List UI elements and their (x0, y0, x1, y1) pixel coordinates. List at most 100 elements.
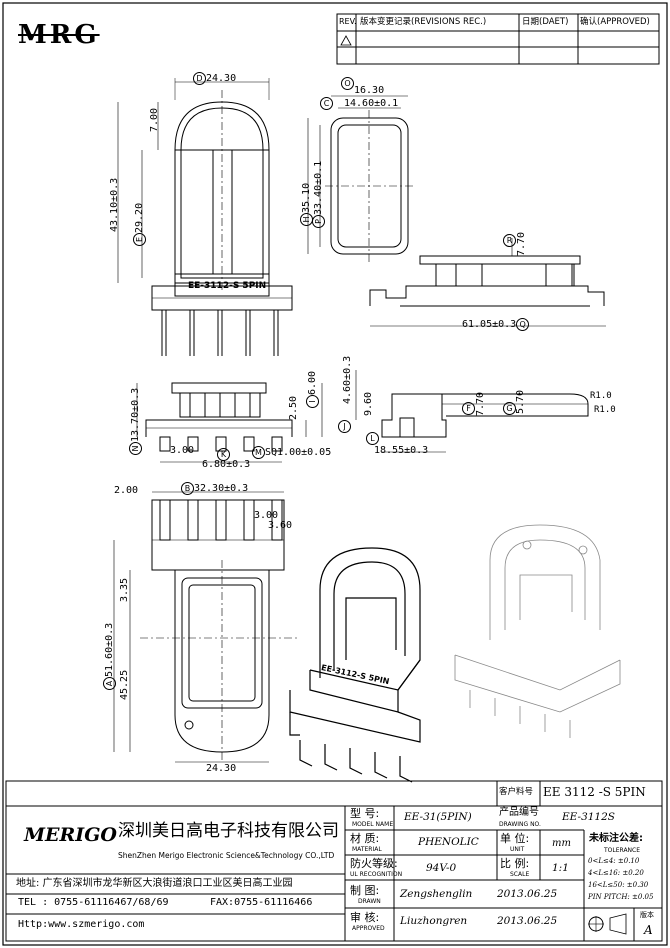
dim-label: 3.60 (268, 520, 293, 531)
dim-label: J (338, 420, 351, 433)
ul-label-en: UL RECOGNITION (350, 871, 403, 878)
dim-label: 45.25 (119, 669, 130, 700)
dim-label: 14.60±0.1 (344, 98, 399, 109)
company-name-cn: 深圳美日高电子科技有限公司 (118, 821, 339, 841)
unit-label: 单 位: (500, 832, 530, 845)
front-view (117, 78, 293, 356)
tolerance-label: 未标注公差: (589, 833, 643, 844)
dim-label: 7.70 (475, 391, 486, 416)
scale-label: 比 例: (500, 857, 530, 870)
drawn-label-en: DRAWN (358, 898, 381, 905)
dim-label: R1.0 (594, 405, 616, 415)
approved-label: 审 核: (350, 911, 380, 924)
tolerance-line: 0<L≤4: ±0.10 (588, 857, 640, 865)
version-label: 版本 (640, 911, 654, 919)
dim-label: A51.60±0.3 (103, 623, 116, 690)
ul-label: 防火等级: (350, 857, 398, 870)
ul-value: 94V-0 (426, 862, 457, 874)
dim-label: 7.00 (149, 107, 160, 132)
bottom-view (113, 491, 300, 763)
address: 地址: 广东省深圳市龙华新区大浪街道浪口工业区美日高工业园 (16, 878, 293, 889)
material-label: 材 质: (350, 832, 380, 845)
tolerance-line: 16<L≤50: ±0.30 (588, 881, 649, 889)
dim-label: E29.20 (133, 203, 146, 246)
brand-logo: MRG (18, 20, 100, 50)
middle-front-view (136, 382, 323, 463)
revisions-header: 版本变更记录(REVISIONS REC.) (360, 17, 487, 27)
dim-label: 2.50 (288, 395, 299, 420)
approved-label-en: APPROVED (352, 925, 385, 932)
dim-label: 18.55±0.3 (374, 445, 429, 456)
drawing-no: EE-3112S (562, 811, 615, 823)
middle-side-view (355, 370, 589, 453)
isometric-view (289, 547, 421, 783)
tel: TEL : 0755-61116467/68/69 (18, 897, 169, 908)
wireframe-view (454, 524, 621, 738)
dim-label: 3.00 (254, 510, 279, 521)
dim-label: I6.00 (306, 371, 319, 408)
dim-label: 4.60±0.3 (342, 355, 353, 404)
version-value: A (644, 923, 653, 937)
drawn-label: 制 图: (350, 884, 380, 897)
dim-label: F (462, 402, 475, 415)
approved-date: 2013.06.25 (497, 915, 558, 927)
top-view (307, 95, 414, 262)
dim-label: N13.70±0.3 (129, 388, 142, 455)
dim-label: C (320, 97, 333, 110)
date-header: 日期(DAET) (522, 17, 569, 27)
drawing-no-label-en: DRAWING NO. (499, 821, 541, 828)
company-name-en: ShenZhen Merigo Electronic Science&Techn… (118, 851, 335, 860)
dim-label: O (341, 77, 354, 90)
website: Http:www.szmerigo.com (18, 919, 145, 930)
fax: FAX:0755-61116466 (210, 897, 313, 908)
dim-label: 43.10±0.3 (109, 177, 120, 232)
dim-label: 3.35 (119, 577, 130, 602)
material-value: PHENOLIC (418, 836, 479, 848)
tolerance-line: 4<L≤16: ±0.20 (588, 869, 644, 877)
model-value: EE-31(5PIN) (404, 811, 472, 823)
scale-value: 1:1 (552, 862, 569, 874)
dim-label: 3.00 (170, 445, 195, 456)
dim-label: 6.80±0.3 (202, 459, 251, 470)
drawing-no-label: 产品编号 (499, 807, 539, 818)
dim-label: 16.30 (354, 85, 385, 96)
unit-value: mm (552, 838, 571, 849)
customer-no-label: 客户料号 (499, 787, 534, 797)
drawn-date: 2013.06.25 (497, 888, 558, 900)
approved-by: Liuzhongren (400, 915, 468, 927)
revision-table (336, 13, 660, 65)
warning-triangle-icon (340, 35, 352, 46)
dim-label: R (503, 234, 516, 247)
dim-label: 2.00 (114, 485, 139, 496)
part-label: EE-3112-S 5PIN (188, 281, 267, 291)
model-label-en: MODEL NAME (352, 821, 394, 828)
dim-label: 7.70 (516, 231, 527, 256)
title-block (5, 780, 663, 942)
approved-header: 确认(APPROVED) (580, 17, 650, 27)
unit-label-en: UNIT (510, 846, 525, 853)
dim-label: L (366, 432, 379, 445)
dim-label: R1.0 (590, 391, 612, 401)
model-label: 型 号: (350, 807, 380, 820)
dim-label: 9.60 (363, 391, 374, 416)
dim-label: K (217, 448, 230, 461)
dim-label: G (503, 402, 516, 415)
customer-no: EE 3112 -S 5PIN (543, 785, 646, 799)
tolerance-label-en: TOLERANCE (604, 847, 641, 854)
dim-label: P33.40±0.1 (312, 161, 325, 228)
dim-label: 5.70 (515, 389, 526, 414)
company-logo: MERIGO (24, 824, 117, 846)
scale-label-en: SCALE (510, 871, 530, 878)
rev-header: REV. (339, 17, 357, 26)
drawn-by: Zengshenglin (400, 888, 473, 900)
tolerance-line: PIN PITCH: ±0.05 (588, 893, 654, 901)
material-label-en: MATERIAL (352, 846, 382, 853)
dim-label: 24.30 (206, 763, 237, 774)
